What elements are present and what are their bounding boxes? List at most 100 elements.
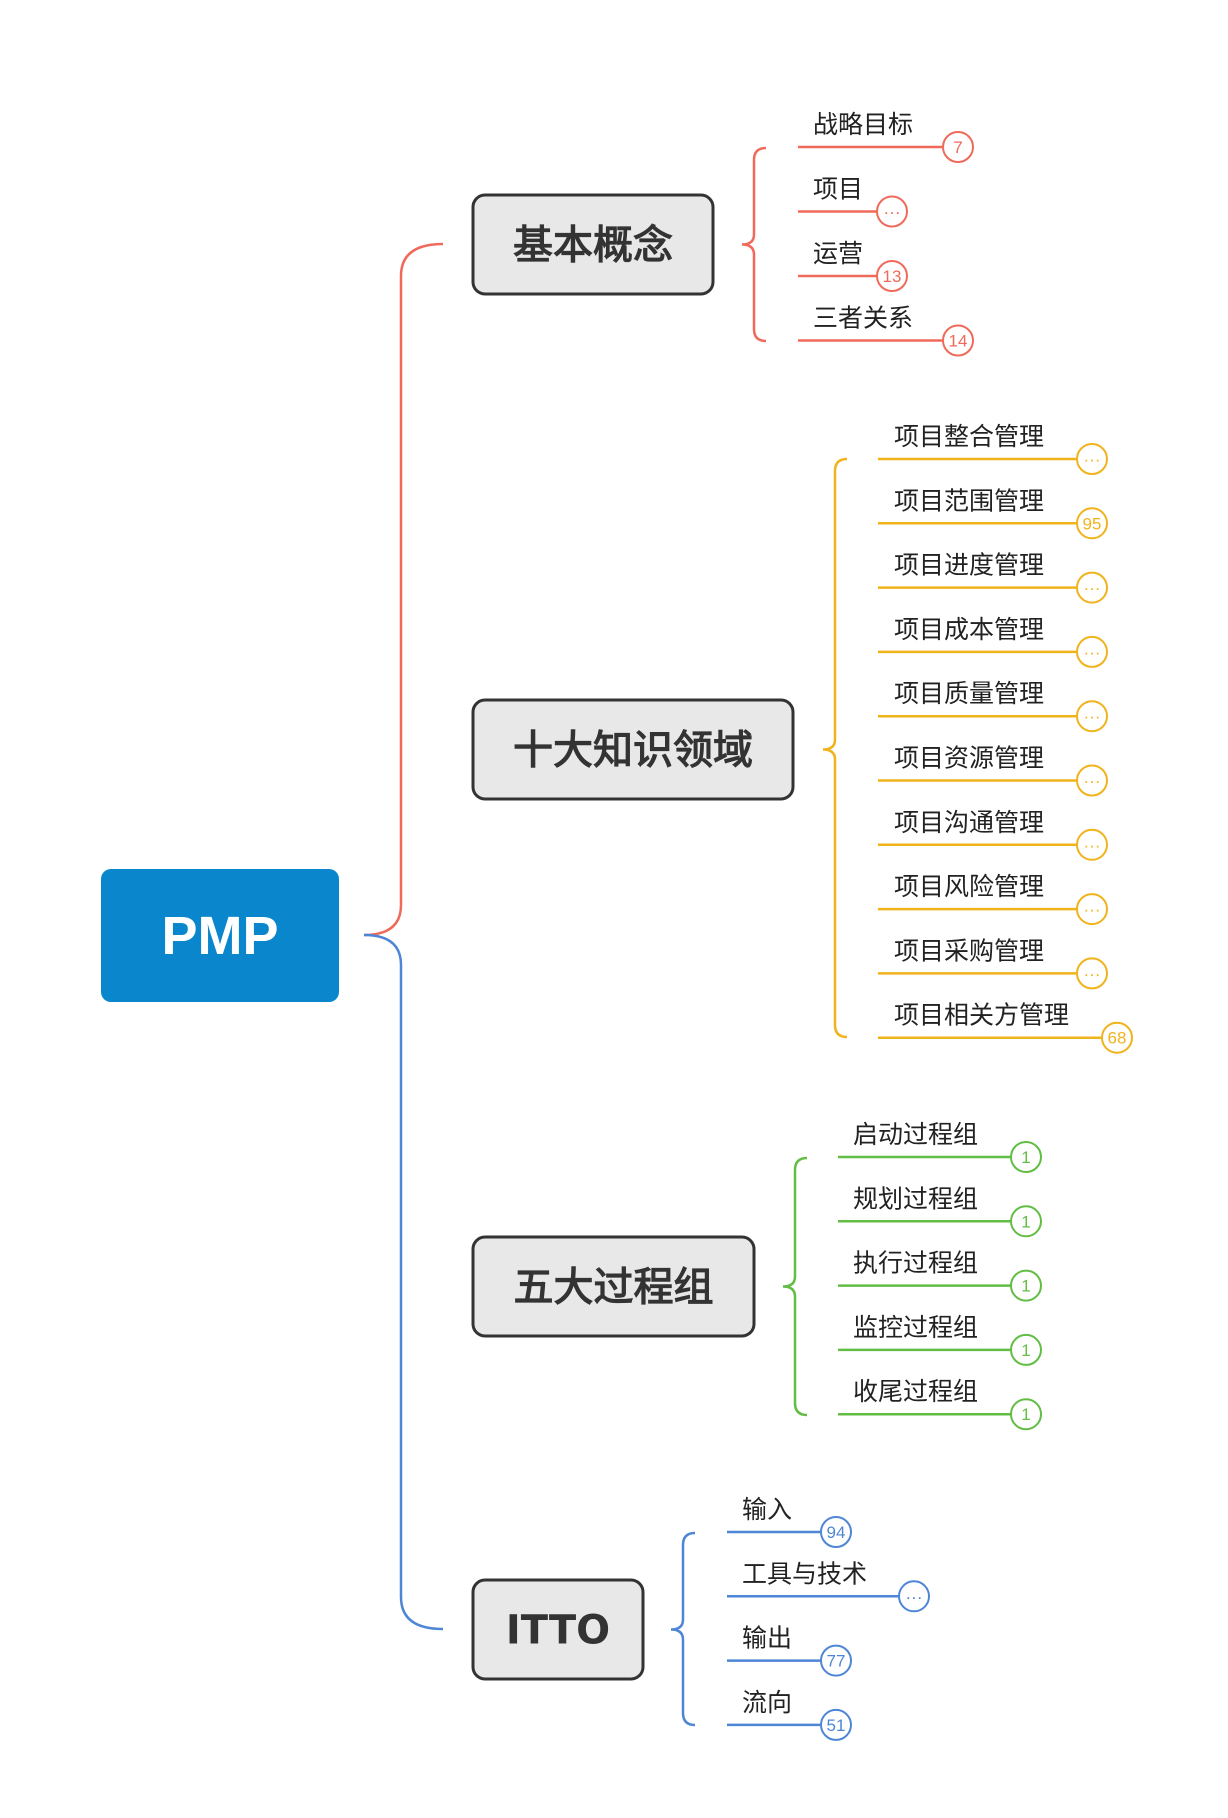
collapse-badge[interactable]: 7 xyxy=(942,131,974,163)
collapse-badge[interactable]: 1 xyxy=(1010,1205,1042,1238)
badge-circle xyxy=(1076,443,1108,475)
child-label: 启动过程组 xyxy=(853,1120,978,1149)
badge-count: ··· xyxy=(1084,707,1101,726)
badge-count: 1 xyxy=(1021,1148,1030,1167)
child-label: 输出 xyxy=(742,1624,792,1653)
child-label: 流向 xyxy=(742,1688,792,1717)
trunk-lower-connector xyxy=(363,933,444,1631)
collapse-badge[interactable]: 68 xyxy=(1101,1021,1133,1054)
badge-count: 14 xyxy=(949,332,968,351)
badge-circle xyxy=(942,131,974,163)
child-node[interactable]: 项目成本管理··· xyxy=(878,615,1108,668)
badge-count: 13 xyxy=(883,267,902,286)
collapse-badge[interactable]: 14 xyxy=(942,324,974,357)
child-label: 项目风险管理 xyxy=(894,872,1044,901)
child-node[interactable]: 工具与技术··· xyxy=(727,1559,930,1613)
child-label: 规划过程组 xyxy=(853,1184,978,1213)
collapse-badge[interactable]: ··· xyxy=(1076,893,1108,926)
badge-circle xyxy=(1076,571,1108,604)
child-node[interactable]: 项目资源管理 ··· xyxy=(878,744,1108,797)
child-node[interactable]: 项目风险管理 ··· xyxy=(878,872,1108,926)
badge-count: 1 xyxy=(1021,1277,1030,1296)
child-node[interactable]: 项目沟通管理··· xyxy=(878,808,1108,861)
topic-node[interactable]: ITTO xyxy=(471,1578,645,1681)
branch-3: ITTO 输入 94 工具与技术··· 输出 77 流向 51 xyxy=(471,1495,930,1741)
badge-count: 77 xyxy=(827,1652,846,1671)
badge-count: 51 xyxy=(827,1716,846,1735)
badge-circle xyxy=(1010,1333,1042,1366)
collapse-badge[interactable]: ··· xyxy=(1076,828,1108,861)
child-node[interactable]: 项目整合管理 ··· xyxy=(878,422,1108,475)
collapse-badge[interactable]: ··· xyxy=(1076,443,1108,475)
branch-1: 十大知识领域 项目整合管理 ··· 项目范围管理 95 项目进度管理··· 项目成本管理··… xyxy=(471,422,1133,1054)
collapse-badge[interactable]: ··· xyxy=(1076,700,1108,733)
collapse-badge[interactable]: ··· xyxy=(1076,957,1108,990)
collapse-badge[interactable]: 77 xyxy=(820,1644,852,1677)
child-node[interactable]: 项目范围管理 95 xyxy=(878,486,1108,540)
badge-count: 1 xyxy=(1021,1341,1030,1360)
badge-count: ··· xyxy=(884,203,901,222)
child-node[interactable]: 三者关系 14 xyxy=(798,304,974,357)
collapse-badge[interactable]: 1 xyxy=(1010,1333,1042,1366)
topic-node[interactable]: 十大知识领域 xyxy=(471,698,795,801)
child-node[interactable]: 输入 94 xyxy=(727,1495,852,1548)
badge-circle xyxy=(942,324,974,357)
child-label: 项目 xyxy=(813,175,863,204)
child-node[interactable]: 项目采购管理··· xyxy=(878,936,1108,990)
topic-node[interactable]: 基本概念 xyxy=(471,193,715,296)
child-node[interactable]: 输出 77 xyxy=(727,1624,852,1677)
collapse-badge[interactable]: ··· xyxy=(876,195,908,228)
child-node[interactable]: 规划过程组 1 xyxy=(838,1184,1042,1238)
child-node[interactable]: 项目进度管理··· xyxy=(878,551,1108,604)
badge-circle xyxy=(898,1580,930,1613)
badge-count: 7 xyxy=(953,138,962,157)
collapse-badge[interactable]: ··· xyxy=(1076,571,1108,604)
collapse-badge[interactable]: 51 xyxy=(820,1708,852,1741)
collapse-badge[interactable]: ··· xyxy=(898,1580,930,1613)
child-node[interactable]: 项目 ··· xyxy=(798,175,908,228)
root-node[interactable]: PMP xyxy=(101,869,339,1002)
child-node[interactable]: 项目质量管理··· xyxy=(878,679,1108,733)
child-node[interactable]: 启动过程组 1 xyxy=(838,1120,1042,1173)
collapse-badge[interactable]: 94 xyxy=(820,1516,852,1548)
badge-circle xyxy=(820,1644,852,1677)
badge-count: ··· xyxy=(1084,579,1101,598)
badge-count: 68 xyxy=(1108,1029,1127,1048)
collapse-badge[interactable]: 13 xyxy=(876,260,908,292)
child-label: 输入 xyxy=(742,1495,792,1524)
collapse-badge[interactable]: 95 xyxy=(1076,507,1108,540)
child-label: 项目整合管理 xyxy=(894,422,1044,451)
child-node[interactable]: 战略目标 7 xyxy=(798,110,974,163)
child-label: 战略目标 xyxy=(813,110,913,139)
topic-label: ITTO xyxy=(506,1608,610,1654)
collapse-badge[interactable]: ··· xyxy=(1076,764,1108,797)
badge-count: ··· xyxy=(1084,900,1101,919)
collapse-badge[interactable]: ··· xyxy=(1076,635,1108,668)
collapse-badge[interactable]: 1 xyxy=(1010,1398,1042,1431)
child-label: 三者关系 xyxy=(813,304,913,333)
badge-circle xyxy=(876,195,908,228)
topic-node[interactable]: 五大过程组 xyxy=(471,1235,756,1338)
collapse-badge[interactable]: 1 xyxy=(1010,1141,1042,1173)
badge-count: ··· xyxy=(1084,772,1101,791)
child-node[interactable]: 流向 51 xyxy=(727,1688,852,1741)
badge-circle xyxy=(1076,635,1108,668)
bracket-connector xyxy=(670,1531,696,1727)
child-label: 项目范围管理 xyxy=(894,486,1044,515)
badge-circle xyxy=(1010,1141,1042,1173)
branches-layer: 基本概念战略目标7项目···运营13三者关系14十大知识领域项目整合管理···项… xyxy=(471,110,1133,1741)
badge-count: 94 xyxy=(827,1523,846,1542)
child-label: 项目资源管理 xyxy=(894,744,1044,773)
topic-label: 十大知识领域 xyxy=(513,728,753,774)
badge-circle xyxy=(1010,1398,1042,1431)
collapse-badge[interactable]: 1 xyxy=(1010,1269,1042,1302)
badge-count: ··· xyxy=(1084,450,1101,469)
